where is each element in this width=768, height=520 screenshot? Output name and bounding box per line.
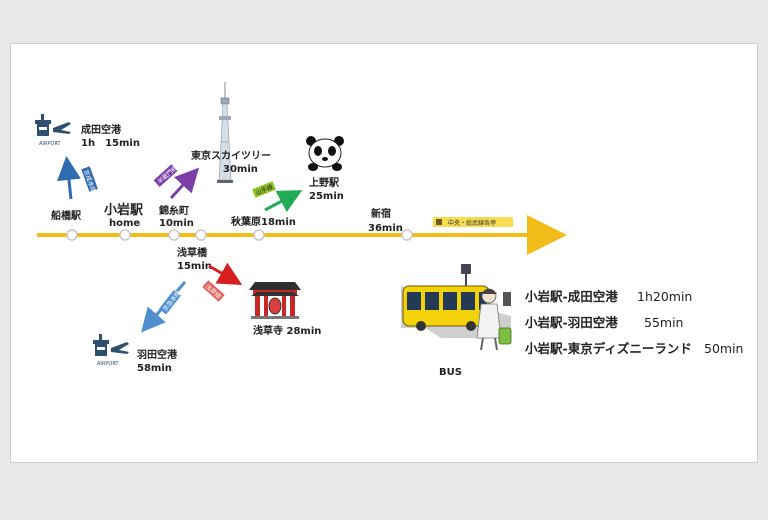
station-shinjuku: 新宿 [371, 207, 391, 220]
arrow-sensoji [208, 262, 243, 285]
arrow-skytree [169, 167, 200, 200]
station-asakusabashi-time: 15min [177, 261, 212, 272]
dest-ueno: 上野駅 [309, 176, 340, 189]
dest-sensoji: 浅草寺 28min [253, 324, 321, 337]
line-tag-keisei: 京成本線 [81, 166, 98, 194]
dest-skytree: 東京スカイツリー [191, 149, 271, 162]
station-koiwa: 小岩駅 [104, 202, 144, 218]
svg-text:京成本線: 京成本線 [82, 169, 98, 194]
bus-route-3-time: 50min [704, 341, 743, 356]
station-kinshicho-time: 10min [159, 218, 194, 229]
station-dot-akihabara [253, 229, 265, 241]
station-shinjuku-time: 36min [368, 223, 403, 234]
station-dot-shinjuku [401, 229, 413, 241]
bus-icon [401, 264, 511, 338]
airport-icon-haneda: AIRPORT [93, 334, 129, 367]
skytree-icon [217, 82, 233, 183]
station-dot-funabashi [66, 229, 78, 241]
station-dot-kinshicho [168, 229, 180, 241]
access-diagram: 中央・総武線各停 船橋駅 小岩駅 home 錦糸町 10min 秋葉原18min… [35, 82, 743, 378]
station-koiwa-home: home [109, 218, 140, 229]
airport-label-narita: AIRPORT [39, 141, 61, 147]
line-tag-text: 中央・総武線各停 [448, 219, 496, 227]
bus-label: BUS [439, 367, 462, 378]
airport-label-haneda: AIRPORT [97, 361, 119, 367]
arrow-narita [57, 156, 81, 200]
line-tag-hanzomon: 半蔵門線 [153, 164, 179, 187]
bus-route-2: 小岩駅-羽田空港 [524, 315, 618, 330]
bus-route-1: 小岩駅-成田空港 [524, 289, 618, 304]
bus-route-1-time: 1h20min [637, 289, 692, 304]
dest-narita: 成田空港 [81, 123, 122, 136]
dest-skytree-time: 30min [223, 164, 258, 175]
station-asakusabashi: 浅草橋 [177, 246, 208, 259]
bus-route-3: 小岩駅-東京ディズニーランド [524, 341, 692, 356]
dest-haneda: 羽田空港 [137, 348, 178, 361]
station-kinshicho: 錦糸町 [158, 204, 189, 217]
line-tag-asakusa: 浅草線 [202, 280, 225, 302]
slide-canvas: 中央・総武線各停 船橋駅 小岩駅 home 錦糸町 10min 秋葉原18min… [10, 43, 758, 463]
sensoji-gate-icon [249, 282, 301, 319]
line-tag-yamanote: 山手線 [252, 181, 276, 198]
station-dot-koiwa [119, 229, 131, 241]
station-dot-asakusabashi [195, 229, 207, 241]
dest-ueno-time: 25min [309, 191, 344, 202]
panda-icon [306, 136, 344, 171]
line-tag-keikyu: 京急本線 [159, 289, 182, 315]
station-funabashi: 船橋駅 [51, 209, 82, 222]
svg-text:半蔵門線: 半蔵門線 [156, 164, 179, 186]
station-dots [66, 229, 413, 241]
dest-narita-time: 1h 15min [81, 138, 140, 149]
bus-route-2-time: 55min [644, 315, 683, 330]
traveler-icon [476, 288, 512, 351]
svg-text:京急本線: 京急本線 [161, 289, 182, 313]
dest-haneda-time: 58min [137, 363, 172, 374]
line-tag-marker [436, 219, 442, 225]
station-akihabara: 秋葉原18min [231, 215, 296, 228]
arrow-ueno [264, 190, 303, 213]
airport-icon-narita: AIRPORT [35, 114, 71, 147]
line-tag-box [433, 217, 513, 227]
